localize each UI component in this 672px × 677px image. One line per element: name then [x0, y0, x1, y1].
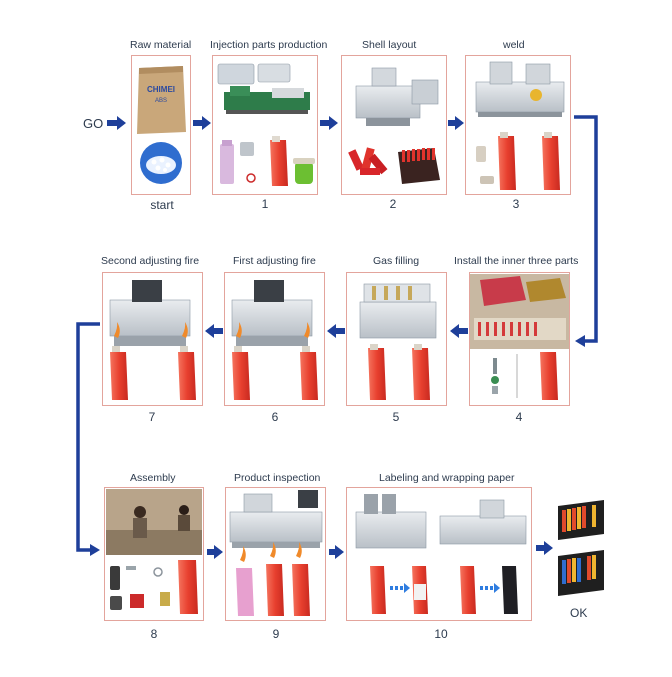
arrow-6-to-7 [205, 324, 223, 338]
bag-brand-text: CHIMEI [147, 85, 175, 94]
step-title-weld: weld [503, 39, 525, 51]
arrow-8-to-9 [207, 545, 223, 559]
bag-material-text: ABS [155, 98, 167, 104]
step-number-9: 9 [272, 627, 280, 641]
connector-row1-to-row2 [574, 115, 598, 347]
weld-machine-image [475, 61, 565, 117]
inspection-machine-image [229, 490, 323, 548]
step-number-7: 7 [148, 410, 156, 424]
plastic-pellets-image [140, 142, 182, 184]
abs-bag-image: CHIMEI ABS [137, 66, 186, 134]
step-title-shell-layout: Shell layout [362, 39, 417, 51]
go-label: GO [83, 116, 104, 131]
gas-filling-machine-image [359, 283, 437, 339]
assembly-workers-image [106, 489, 202, 555]
step-number-10: 10 [434, 627, 448, 641]
inner-parts-components-image [491, 352, 558, 400]
inspected-lighters-image [236, 542, 310, 616]
gas-filled-lighters-image [368, 344, 430, 400]
step-number-start: start [150, 198, 174, 212]
second-fire-machine-image [109, 280, 191, 346]
step-number-2: 2 [389, 197, 397, 211]
step-title-install-inner: Install the inner three parts [454, 255, 579, 267]
weld-parts-image [476, 132, 560, 190]
injection-parts-image [220, 136, 315, 186]
step-box-weld [465, 55, 571, 195]
connector-row2-to-row3 [76, 322, 100, 556]
injection-machine-image [217, 63, 310, 114]
arrow-5-to-6 [327, 324, 345, 338]
step-number-1: 1 [261, 197, 269, 211]
step-title-raw-material: Raw material [130, 39, 192, 51]
arrow-10-to-ok [536, 541, 553, 555]
arrow-3-to-4 [448, 116, 464, 130]
inner-parts-tray-image [470, 274, 569, 349]
step-title-assembly: Assembly [130, 472, 176, 484]
step-number-8: 8 [150, 627, 158, 641]
step-number-5: 5 [392, 410, 400, 424]
ok-label: OK [570, 606, 588, 620]
labeling-machines-image [355, 494, 527, 549]
step-title-second-fire: Second adjusting fire [101, 255, 200, 267]
step-number-6: 6 [271, 410, 279, 424]
second-fire-lighters-image [110, 322, 196, 400]
shell-layout-machine-image [355, 67, 439, 126]
assembly-parts-image [110, 560, 198, 614]
step-number-3: 3 [512, 197, 520, 211]
red-shells-image [348, 147, 440, 184]
arrow-go-to-raw [107, 116, 126, 130]
arrow-9-to-10 [329, 545, 344, 559]
arrow-1-to-2 [193, 116, 211, 130]
first-fire-lighters-image [232, 322, 318, 400]
step-title-labeling: Labeling and wrapping paper [379, 472, 515, 484]
packaged-display-boxes-image [558, 500, 604, 596]
step-number-4: 4 [515, 410, 523, 424]
labeled-lighters-image [370, 566, 518, 614]
step-title-gas-filling: Gas filling [373, 255, 420, 267]
arrow-2-to-3 [320, 116, 338, 130]
step-title-inspection: Product inspection [234, 472, 321, 484]
first-fire-machine-image [231, 280, 313, 346]
step-title-first-fire: First adjusting fire [233, 255, 316, 267]
step-title-injection: Injection parts production [210, 39, 328, 51]
arrow-4-to-5 [450, 324, 468, 338]
